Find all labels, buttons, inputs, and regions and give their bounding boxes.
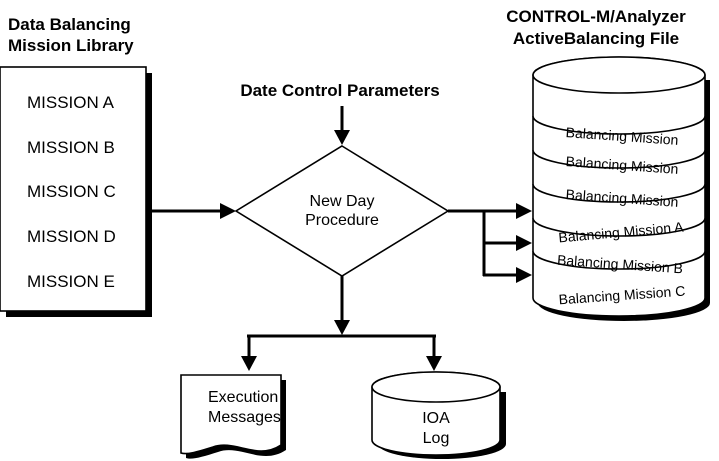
procedure-label-line1: New Day	[310, 193, 375, 210]
file-record-3: Balancing Mission	[565, 186, 679, 210]
mission-item-c: MISSION C	[27, 182, 116, 201]
procedure-diamond: New Day Procedure	[234, 145, 450, 277]
mission-item-e: MISSION E	[27, 272, 115, 291]
file-record-3-label: Balancing Mission	[565, 186, 679, 210]
control-file-title-line2: ActiveBalancing File	[513, 29, 679, 48]
parameters-arrow	[334, 106, 350, 145]
execution-label-line1: Execution	[208, 389, 278, 406]
control-file-title-line1: CONTROL-M/Analyzer	[506, 7, 686, 26]
execution-messages-document: Execution Messages	[180, 374, 286, 459]
library-frame	[0, 66, 147, 312]
file-record-1-label: Balancing Mission	[565, 124, 679, 148]
mission-item-a: MISSION A	[27, 93, 115, 112]
file-record-2: Balancing Mission	[565, 153, 679, 177]
procedure-label-line2: Procedure	[305, 212, 379, 229]
execution-label-line2: Messages	[208, 409, 281, 426]
ioa-log-label-line1: IOA	[422, 410, 450, 427]
mission-library-box: MISSION A MISSION B MISSION C MISSION D …	[0, 66, 152, 317]
procedure-to-output-arrows	[241, 276, 442, 371]
mission-item-d: MISSION D	[27, 227, 116, 246]
file-record-2-label: Balancing Mission	[565, 153, 679, 177]
file-record-1: Balancing Mission	[565, 124, 679, 148]
file-top	[532, 56, 706, 94]
active-balancing-file: Balancing Mission Balancing Mission Bala…	[532, 56, 710, 321]
library-title-line1: Data Balancing	[8, 15, 131, 34]
ioa-log-database: IOA Log	[371, 371, 506, 459]
mission-item-b: MISSION B	[27, 138, 115, 157]
library-title-line2: Mission Library	[8, 36, 134, 55]
parameters-label: Date Control Parameters	[240, 81, 439, 100]
procedure-to-file-arrows	[448, 203, 532, 283]
library-to-procedure-arrow	[152, 203, 236, 219]
ioa-log-label-line2: Log	[423, 430, 450, 447]
